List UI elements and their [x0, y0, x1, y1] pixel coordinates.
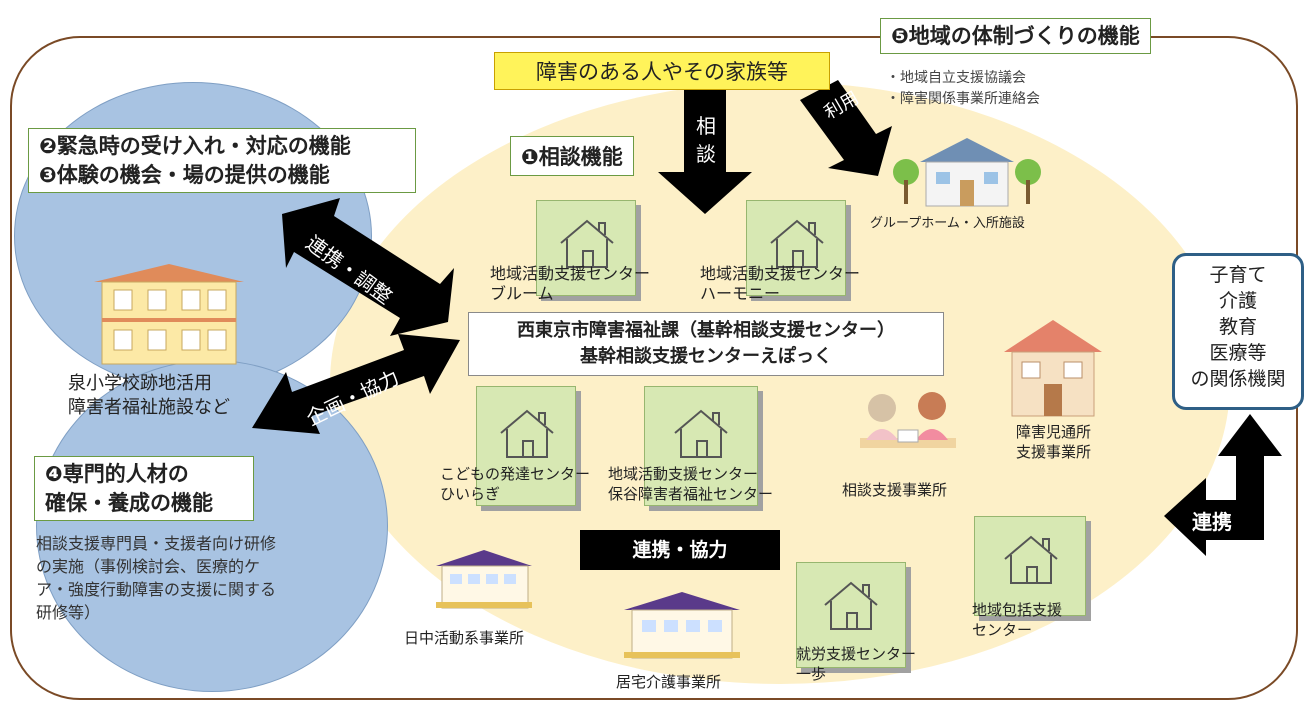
hoya-house-icon: [644, 386, 758, 506]
kyotaku-building-illustration: [624, 592, 740, 659]
izumi-label: 泉小学校跡地活用 障害者福祉施設など: [68, 373, 230, 418]
soudan-jigyousho-label: 相談支援事業所: [842, 481, 948, 499]
function-4-box: ❹専門的人材の 確保・養成の機能: [34, 456, 254, 521]
harmony-house-icon: [746, 200, 846, 296]
renkei-kyouryoku-box: 連携・協力: [580, 530, 780, 570]
izumi-school-building-illustration: [94, 264, 244, 365]
bloom-label: 地域活動支援センター ブルーム: [490, 264, 651, 303]
kikaku-kyouryoku-arrow: [252, 334, 460, 434]
hiiragi-house-icon: [476, 386, 576, 506]
soudan-arrow-label: 相 談: [696, 114, 716, 166]
harmony-label: 地域活動支援センター ハーモニー: [700, 264, 861, 303]
hiiragi-label: こどもの発達センター ひいらぎ: [440, 465, 591, 503]
related-organizations-box: 子育て 介護 教育 医療等 の関係機関: [1172, 253, 1304, 410]
houkatsu-label: 地域包括支援 センター: [972, 601, 1063, 639]
renkei-label: 連携: [1192, 510, 1232, 534]
persons-with-disabilities-box: 障害のある人やその家族等: [494, 52, 830, 90]
group-home-label: グループホーム・入所施設: [870, 216, 1025, 231]
consultation-illustration: [860, 392, 956, 448]
renkei-arrow: [1164, 414, 1282, 556]
hoya-label: 地域活動支援センター 保谷障害者福祉センター: [608, 465, 774, 503]
training-description: 相談支援専門員・支援者向け研修 の実施（事例検討会、医療的ケ ア・強度行動障害の…: [36, 534, 277, 622]
lower-left-circle: [36, 360, 388, 692]
function-5-list: ・地域自立支援協議会 ・障害関係事業所連絡会: [886, 70, 1040, 107]
function-2-3-box: ❷緊急時の受け入れ・対応の機能 ❸体験の機会・場の提供の機能: [28, 128, 416, 193]
nicchu-label: 日中活動系事業所: [404, 629, 525, 647]
soudan-arrow: [658, 88, 752, 214]
renkei-chousei-arrow: [282, 198, 454, 336]
function-5-box: ❺地域の体制づくりの機能: [880, 18, 1151, 54]
function-1-box: ❶相談機能: [510, 136, 634, 176]
group-home-illustration: [893, 138, 1041, 207]
jidou-label: 障害児通所 支援事業所: [1016, 423, 1092, 461]
riyou-arrow: [800, 80, 892, 176]
nicchu-building-illustration: [436, 550, 532, 609]
shuurou-label: 就労支援センター 一歩: [796, 645, 917, 683]
core-support-center-box: 西東京市障害福祉課（基幹相談支援センター） 基幹相談支援センターえぽっく: [468, 312, 944, 376]
jidou-house-illustration: [1004, 320, 1102, 417]
bloom-house-icon: [536, 200, 636, 296]
kyotaku-label: 居宅介護事業所: [616, 673, 722, 691]
shuurou-house-icon: [796, 562, 906, 668]
houkatsu-house-icon: [974, 516, 1086, 616]
